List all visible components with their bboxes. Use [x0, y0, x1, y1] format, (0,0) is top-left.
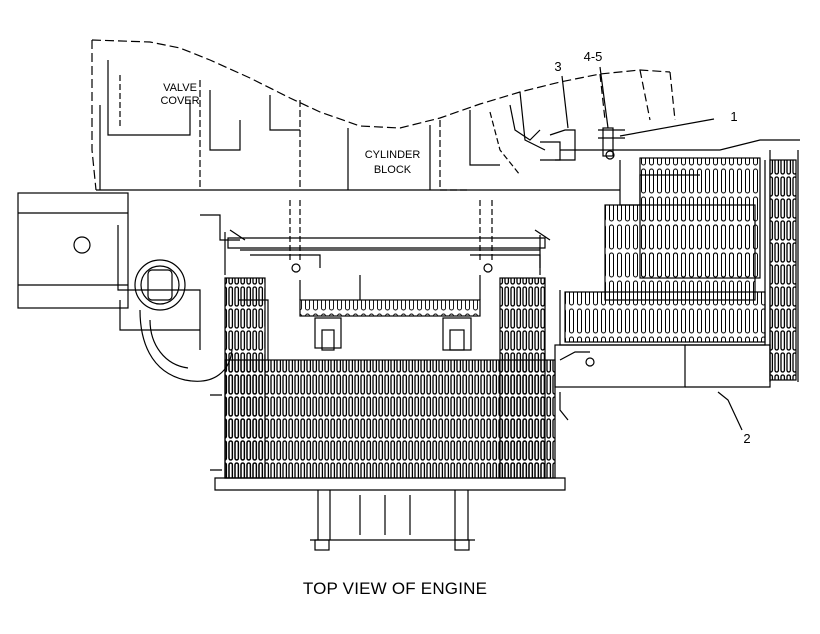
figure-caption: TOP VIEW OF ENGINE — [302, 579, 488, 598]
valve-cover — [91, 39, 671, 129]
radiator-core-lower — [564, 291, 766, 343]
leader-2 — [717, 391, 743, 431]
leader-3 — [561, 75, 569, 129]
valve-cover-label-line-1: VALVE — [163, 82, 197, 94]
aftercooler-core — [224, 359, 556, 479]
oil-filler-cap — [134, 259, 186, 311]
leader-4-5 — [599, 66, 609, 129]
callout-3: 3 — [554, 59, 562, 74]
leader-1 — [619, 118, 715, 137]
callout-1: 1 — [730, 109, 738, 124]
cylinder-block-label-line-1: CYLINDER — [364, 149, 421, 161]
callout-4-5: 4-5 — [583, 49, 603, 64]
radiator-core-mid — [604, 204, 756, 301]
valve-cover-label-line-2: COVER — [160, 95, 200, 107]
cylinder-block-label-line-2: BLOCK — [373, 164, 412, 176]
callout-2: 2 — [743, 431, 751, 446]
radiator-side-fins — [769, 159, 797, 381]
cylinder-block — [347, 125, 431, 190]
